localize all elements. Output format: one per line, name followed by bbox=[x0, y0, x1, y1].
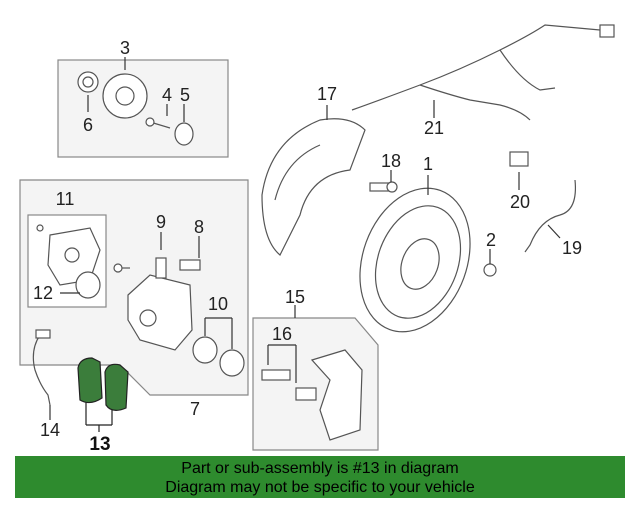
splash-shield-group[interactable] bbox=[261, 105, 366, 256]
callout-3: 3 bbox=[120, 38, 130, 58]
callout-19: 19 bbox=[562, 238, 582, 258]
abs-sensor-part[interactable] bbox=[509, 151, 529, 167]
callout-15: 15 bbox=[285, 287, 305, 307]
callout-20: 20 bbox=[510, 192, 530, 212]
callout-6: 6 bbox=[83, 115, 93, 135]
callout-17: 17 bbox=[317, 84, 337, 104]
carrier-bracket-part[interactable] bbox=[310, 349, 363, 441]
caliper-assembly-group bbox=[19, 179, 249, 396]
hub-assembly-group bbox=[57, 57, 229, 158]
brake-rotor-part[interactable] bbox=[341, 173, 489, 348]
brake-pad-right[interactable] bbox=[104, 363, 129, 411]
banner-line-2: Diagram may not be specific to your vehi… bbox=[165, 479, 475, 496]
callout-16: 16 bbox=[272, 324, 292, 344]
brake-rotor-group[interactable] bbox=[341, 173, 489, 348]
callout-5: 5 bbox=[180, 85, 190, 105]
brake-pads-group[interactable] bbox=[77, 357, 129, 432]
callout-7: 7 bbox=[190, 399, 200, 419]
callout-9: 9 bbox=[156, 212, 166, 232]
wear-sensor-wire[interactable] bbox=[32, 334, 51, 406]
callout-12: 12 bbox=[33, 283, 53, 303]
splash-shield-part[interactable] bbox=[261, 118, 366, 256]
dust-cap-part[interactable] bbox=[174, 122, 194, 146]
callout-11: 11 bbox=[56, 189, 75, 209]
carrier-bracket-group bbox=[252, 305, 379, 451]
info-banner: Part or sub-assembly is #13 in diagram D… bbox=[15, 456, 625, 498]
rear-sensor-wire[interactable] bbox=[524, 179, 577, 253]
callout-21: 21 bbox=[424, 118, 444, 138]
banner-line-1: Part or sub-assembly is #13 in diagram bbox=[181, 460, 459, 477]
callout-13[interactable]: 13 bbox=[89, 434, 110, 455]
callout-8: 8 bbox=[194, 217, 204, 237]
callout-1: 1 bbox=[423, 154, 433, 174]
callout-14: 14 bbox=[40, 420, 60, 440]
brake-parts-diagram: 3 4 5 6 11 9 8 12 10 7 14 13 15 16 17 18… bbox=[19, 24, 615, 455]
callout-18: 18 bbox=[381, 151, 401, 171]
speed-sensor-harness[interactable] bbox=[351, 24, 615, 121]
callout-2: 2 bbox=[486, 230, 496, 250]
callout-4: 4 bbox=[162, 85, 172, 105]
piston-seal-part[interactable] bbox=[75, 271, 101, 299]
brake-pad-left[interactable] bbox=[77, 357, 103, 404]
callout-10: 10 bbox=[208, 294, 228, 314]
